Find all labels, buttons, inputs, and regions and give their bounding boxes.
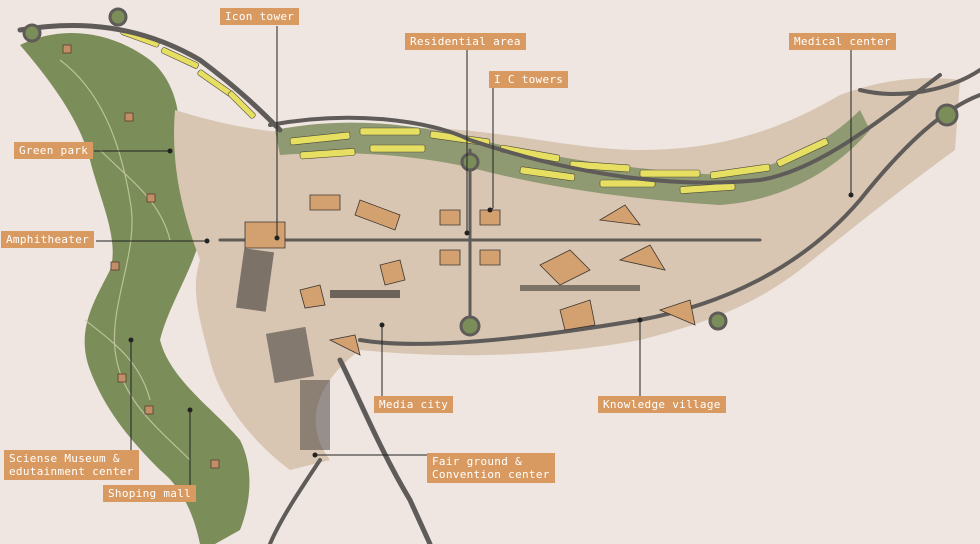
label-fair-ground-line1: Fair ground & [432,455,522,468]
label-residential-area: Residential area [405,33,526,50]
label-science-museum-line1: Sciense Museum & [9,452,120,465]
leader-lines [94,26,854,488]
label-fair-ground-line2: Convention center [432,468,550,481]
label-amphitheater: Amphitheater [1,231,95,248]
label-icon-tower: Icon tower [220,8,300,25]
label-science-museum-line2: edutainment center [9,465,134,478]
park-pavilions [62,44,220,469]
park-paths [59,59,191,461]
label-medical-center: Medical center [789,33,896,50]
label-science-museum: Sciense Museum & edutainment center [4,450,139,480]
label-ic-towers: I C towers [489,71,569,88]
label-shopping-mall: Shoping mall [103,485,197,502]
green-park-area [20,33,250,544]
label-green-park: Green park [14,142,94,159]
roundabouts [22,7,959,337]
label-knowledge-village: Knowledge village [598,396,726,413]
tan-buildings [244,194,696,356]
label-media-city: Media city [374,396,454,413]
label-fair-ground: Fair ground & Convention center [427,453,555,483]
dark-structures [235,248,640,450]
road-network [17,22,980,544]
